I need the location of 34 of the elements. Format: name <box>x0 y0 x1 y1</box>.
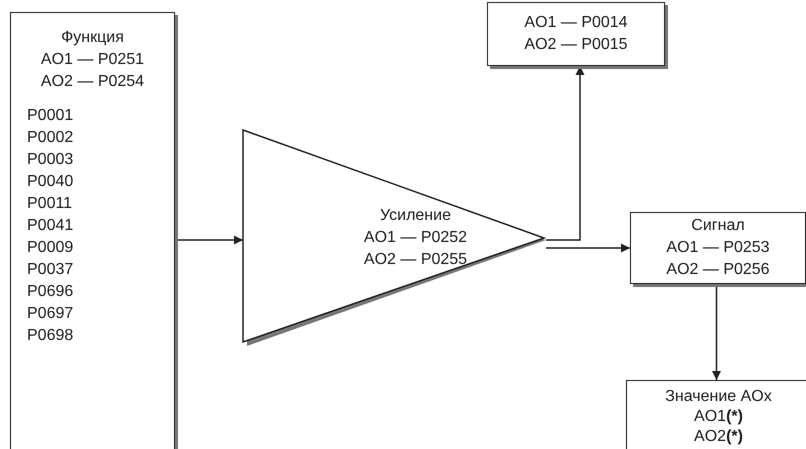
node-text: AO2 — P0254 <box>40 72 144 92</box>
node-text: AO2 — P0255 <box>364 250 468 270</box>
node-text: Усиление <box>380 206 451 226</box>
node-text: P0001 <box>26 106 74 126</box>
node-text: P0037 <box>26 260 74 280</box>
node-text: P0698 <box>26 326 74 346</box>
node-text: P0009 <box>26 238 74 258</box>
node-text: AO2(*) <box>694 427 743 447</box>
amplifier-triangle <box>243 130 546 346</box>
node-text: P0041 <box>26 216 74 236</box>
node-text: AO1 — P0253 <box>666 238 770 258</box>
node-text: P0002 <box>26 128 74 148</box>
node-text: Функция <box>61 28 124 48</box>
process-box <box>10 12 175 449</box>
node-text: Значение AOx <box>665 387 772 407</box>
node-text: P0696 <box>26 282 74 302</box>
arrow <box>546 66 584 241</box>
node-text: P0003 <box>26 150 74 170</box>
node-text: AO1 — P0014 <box>524 13 628 33</box>
process-box <box>487 2 665 66</box>
node-text: AO2 — P0256 <box>666 260 770 280</box>
node-text: AO2 — P0015 <box>524 35 628 55</box>
arrow <box>712 284 721 380</box>
arrow <box>546 244 630 252</box>
process-box <box>630 212 806 284</box>
node-text: P0040 <box>26 172 74 192</box>
process-box <box>626 380 806 449</box>
node-text: AO1 — P0252 <box>364 228 468 248</box>
node-text: P0697 <box>26 304 74 324</box>
node-text: P0011 <box>26 194 72 214</box>
node-text: Сигнал <box>691 216 745 236</box>
node-text: AO1 — P0251 <box>40 50 144 70</box>
arrow <box>175 236 243 244</box>
node-text: AO1(*) <box>694 407 743 427</box>
